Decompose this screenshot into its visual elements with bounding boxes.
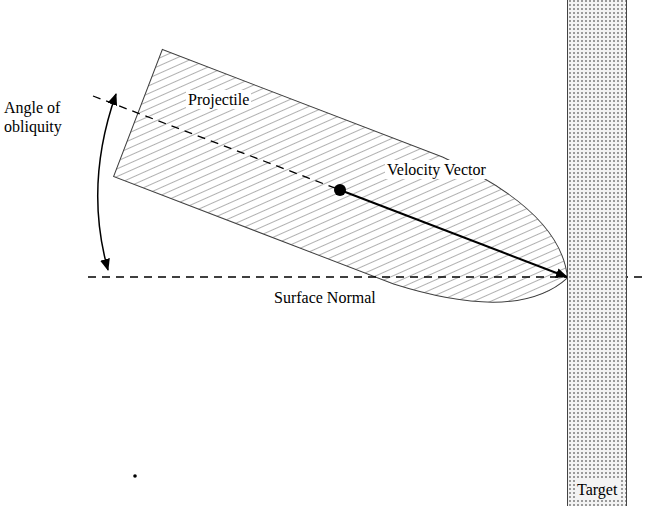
target-block: Target [567, 0, 627, 506]
target-label: Target [575, 480, 619, 499]
text-label: Angle of obliquity [4, 98, 96, 136]
projectile-shape [114, 50, 592, 342]
projectile-axis [93, 96, 340, 190]
angle-arc [98, 94, 116, 270]
text-label: Velocity Vector [385, 160, 488, 179]
text-label: Surface Normal [274, 288, 376, 307]
text-label: Projectile [186, 90, 251, 109]
surface-normal-line [88, 276, 645, 277]
velocity-arrow [340, 190, 567, 277]
center-dot [334, 184, 346, 196]
dot [133, 474, 137, 478]
